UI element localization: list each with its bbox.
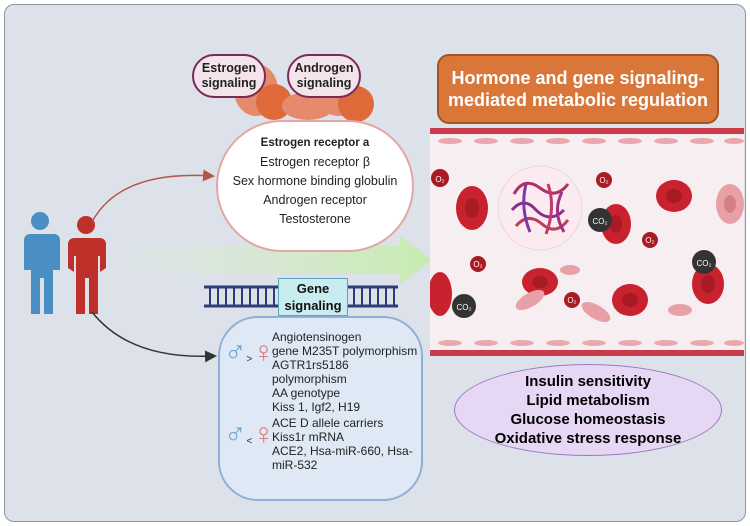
comparator-lt: < [246, 436, 253, 447]
estrogen-signaling-text: Estrogen signaling [201, 61, 257, 90]
receptor-item: Estrogen receptor a [260, 137, 370, 149]
comparator-gt: > [246, 354, 253, 365]
gene-signaling-label: Gene signaling [278, 278, 348, 316]
red-blood-cell-icon [430, 166, 744, 323]
o2-label: O₂ [473, 260, 482, 269]
arrow-to-hormones [91, 169, 215, 223]
co2-molecule-icon: CO₂ CO₂ CO₂ [452, 208, 716, 318]
protein-structure-icon [510, 181, 570, 235]
blood-vessel [430, 128, 744, 356]
oxygen-molecule-icon: O₂ O₂ O₂ O₂ O₂ [431, 169, 658, 308]
o2-label: O₂ [599, 176, 608, 185]
people-icon [24, 212, 106, 314]
page-title-text: Hormone and gene signaling-mediated meta… [447, 68, 709, 110]
receptor-item: Sex hormone binding globulin [232, 174, 398, 188]
male-lt-female-list: ACE D allele carriers Kiss1r mRNA ACE2, … [272, 416, 420, 472]
outcome-item: Oxidative stress response [494, 430, 682, 447]
outcome-item: Glucose homeostasis [510, 411, 666, 428]
o2-label: O₂ [435, 175, 444, 184]
gene-item: ACE D allele carriers [272, 416, 384, 430]
gene-signaling-text: Gene signaling [284, 281, 342, 313]
o2-label: O₂ [567, 296, 576, 305]
male-symbol-icon: ♂ [224, 336, 247, 369]
female-person-icon [68, 216, 106, 314]
male-symbol-icon: ♂ [224, 418, 247, 451]
androgen-signaling-label: Androgen signaling [287, 54, 361, 98]
gene-item: Kiss1r mRNA [272, 430, 345, 444]
gene-item: gene M235T polymorphism [272, 344, 418, 358]
co2-label: CO₂ [456, 303, 471, 312]
o2-label: O₂ [645, 236, 654, 245]
receptor-panel: Estrogen receptor a Estrogen receptor β … [216, 120, 414, 252]
gene-item: AGTR1rs5186 polymorphism [272, 358, 349, 386]
male-person-icon [24, 212, 60, 314]
male-gt-female-comparison: ♂>♀ [224, 336, 275, 369]
receptor-item: Androgen receptor [263, 193, 367, 207]
co2-label: CO₂ [592, 217, 607, 226]
gene-item: ACE2, Hsa-miR-660, Hsa- [272, 444, 413, 458]
gene-item: miR-532 [272, 458, 318, 472]
outcome-item: Insulin sensitivity [525, 373, 651, 390]
outcome-item: Lipid metabolism [526, 392, 650, 409]
gene-panel [218, 316, 423, 501]
receptor-item: Estrogen receptor β [259, 155, 371, 169]
androgen-signaling-text: Androgen signaling [294, 61, 354, 90]
gene-item: Angiotensinogen [272, 330, 362, 344]
male-gt-female-list: Angiotensinogen gene M235T polymorphism … [272, 330, 420, 414]
gene-item: Kiss 1, Igf2, H19 [272, 400, 361, 414]
male-lt-female-comparison: ♂<♀ [224, 418, 275, 451]
co2-label: CO₂ [696, 259, 711, 268]
outcomes-panel: Insulin sensitivity Lipid metabolism Glu… [454, 364, 722, 456]
female-symbol-icon: ♀ [252, 336, 275, 369]
page-title: Hormone and gene signaling-mediated meta… [437, 54, 719, 124]
female-symbol-icon: ♀ [252, 418, 275, 451]
molecule-magnifier [497, 165, 583, 251]
receptor-item: Testosterone [279, 212, 351, 226]
blood-cells-scene: O₂ O₂ O₂ O₂ O₂ CO₂ CO₂ CO₂ [430, 128, 744, 356]
arrow-to-genes [91, 311, 217, 363]
gene-item: AA genotype [272, 386, 341, 400]
estrogen-signaling-label: Estrogen signaling [192, 54, 266, 98]
